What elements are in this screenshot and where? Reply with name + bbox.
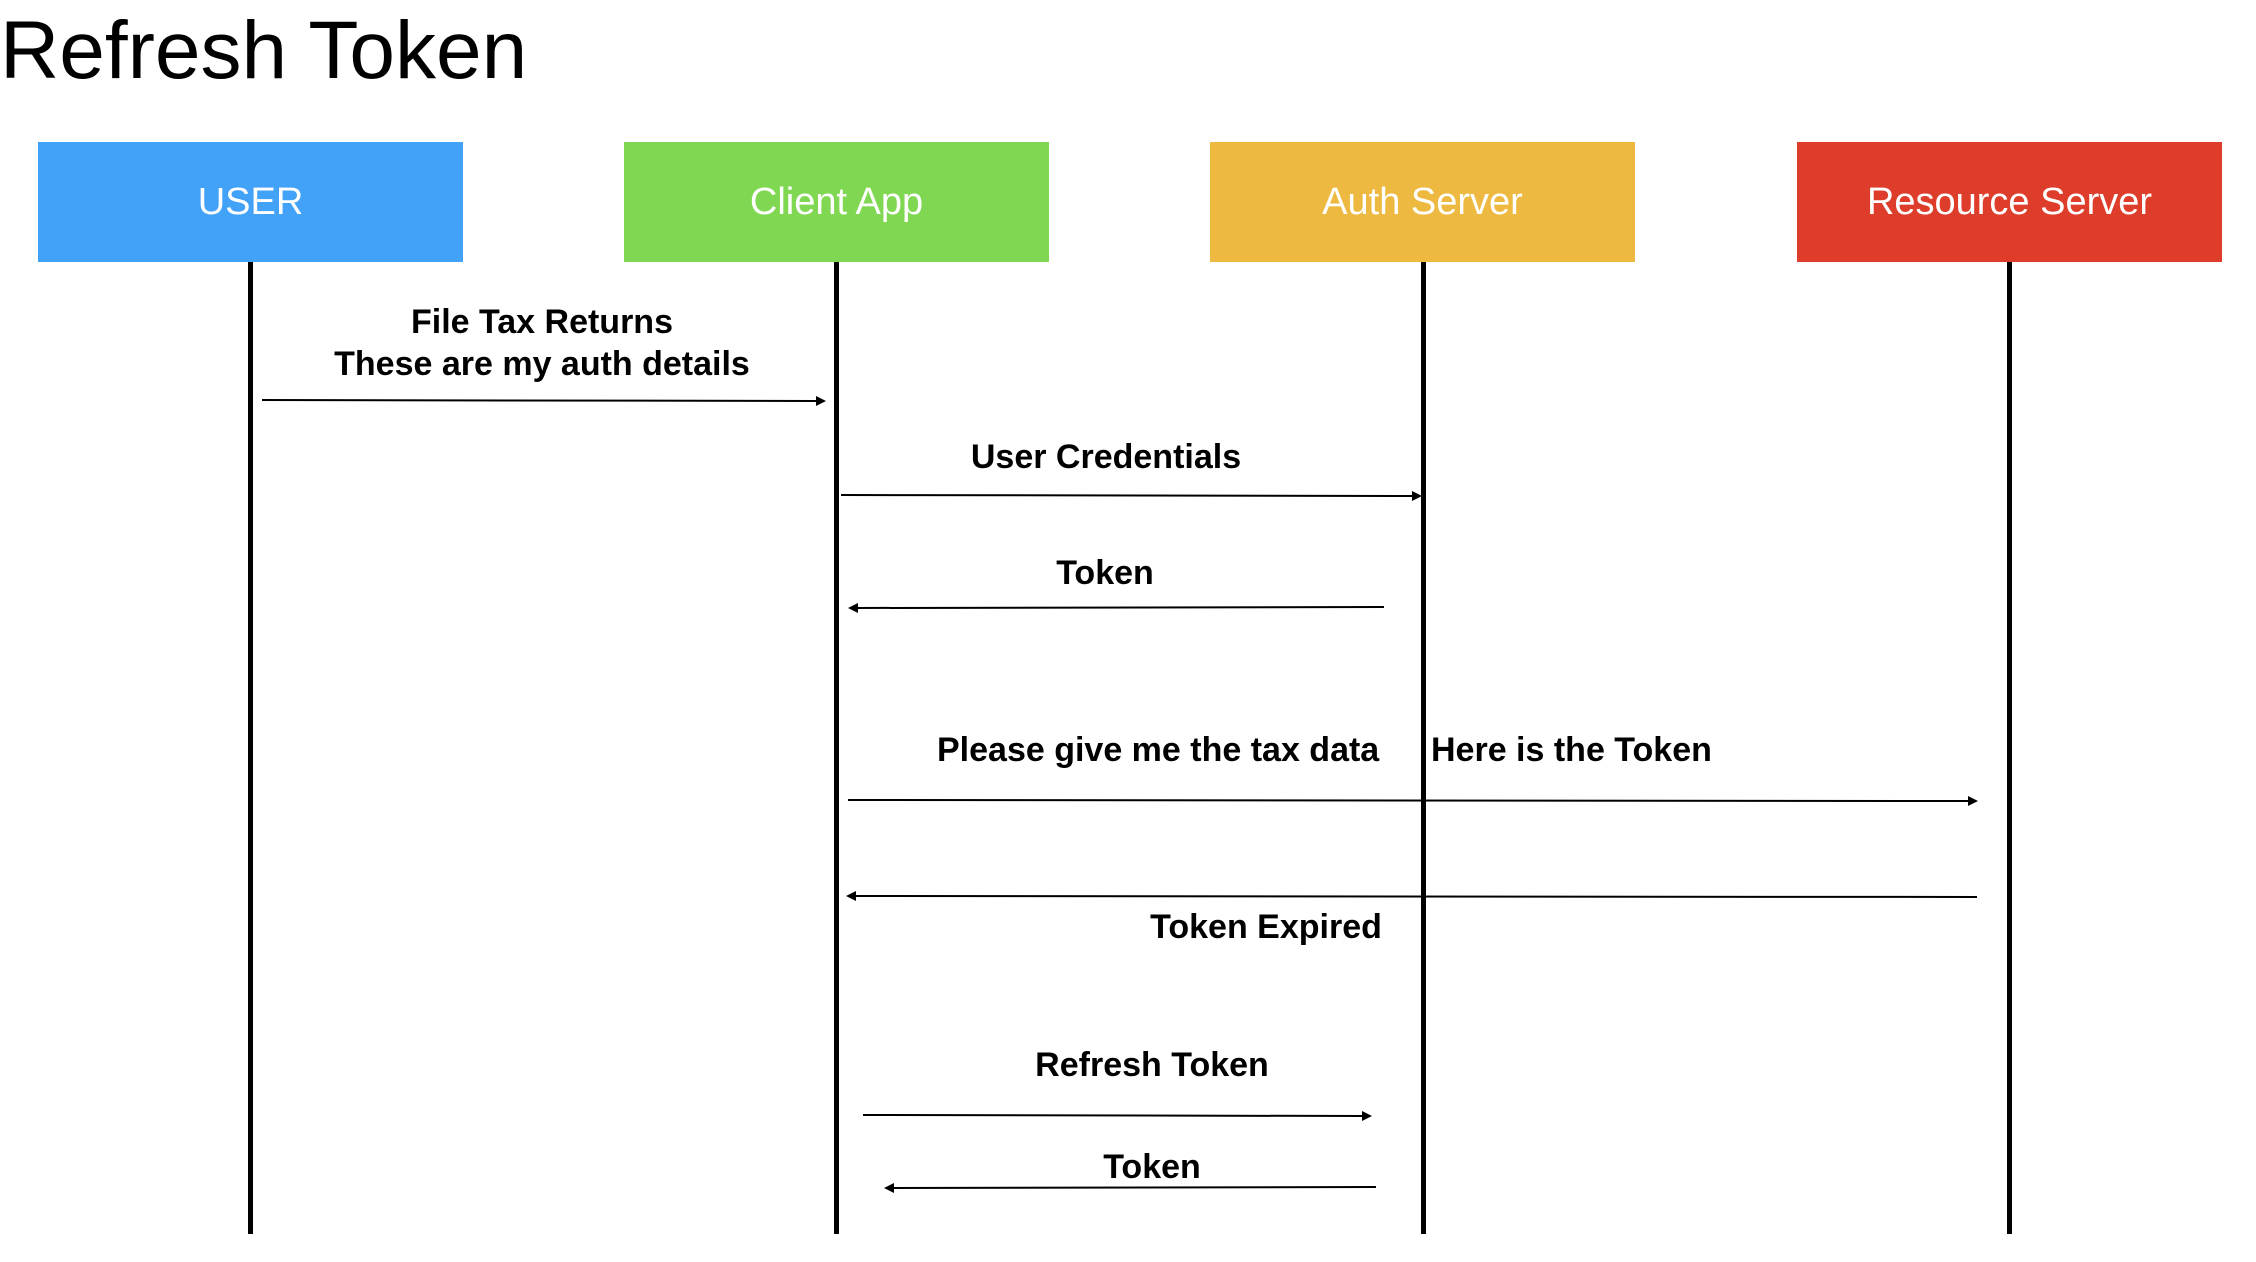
message-label-token-expired: Token Expired <box>1150 908 1382 946</box>
actor-resource-server-box: Resource Server <box>1797 142 2222 262</box>
arrowhead-token-expired <box>846 891 856 901</box>
message-label-tax-data-part-2: Here is the Token <box>1431 731 1712 769</box>
actor-user-box: USER <box>38 142 463 262</box>
arrow-token-expired <box>853 895 1978 898</box>
lifeline-auth-server <box>1421 262 1426 1234</box>
arrowhead-token-1 <box>848 603 858 613</box>
lifeline-user <box>248 262 253 1234</box>
message-label-tax-data-part-1: Please give me the tax data <box>937 731 1380 769</box>
arrow-token-1 <box>855 606 1385 609</box>
arrow-user-credentials <box>840 494 1415 497</box>
lifeline-client-app <box>834 262 839 1234</box>
message-label-file-tax-returns: File Tax Returns These are my auth detai… <box>322 301 762 385</box>
actor-auth-server-box: Auth Server <box>1210 142 1635 262</box>
arrowhead-tax-data-request <box>1968 796 1978 806</box>
arrowhead-refresh-token <box>1362 1111 1372 1121</box>
arrow-tax-data-request <box>847 799 1971 802</box>
actor-auth-server-label: Auth Server <box>1322 180 1523 223</box>
actor-user-label: USER <box>197 180 304 223</box>
actor-client-app-label: Client App <box>749 180 924 223</box>
message-label-user-credentials: User Credentials <box>970 438 1242 476</box>
message-label-token-1: Token <box>1056 554 1154 592</box>
actor-client-app-box: Client App <box>624 142 1049 262</box>
lifeline-resource-server <box>2007 262 2012 1234</box>
page-title: Refresh Token <box>0 5 528 96</box>
message-label-line-2: These are my auth details <box>334 345 750 383</box>
arrow-file-tax-returns <box>261 399 819 402</box>
arrowhead-file-tax-returns <box>816 396 826 406</box>
message-label-refresh-token: Refresh Token <box>1035 1046 1269 1084</box>
arrow-refresh-token <box>862 1114 1365 1117</box>
message-label-line-1: File Tax Returns <box>411 303 673 341</box>
arrowhead-token-2 <box>884 1183 894 1193</box>
actor-resource-server-label: Resource Server <box>1866 180 2153 223</box>
message-label-token-2: Token <box>1103 1148 1201 1186</box>
